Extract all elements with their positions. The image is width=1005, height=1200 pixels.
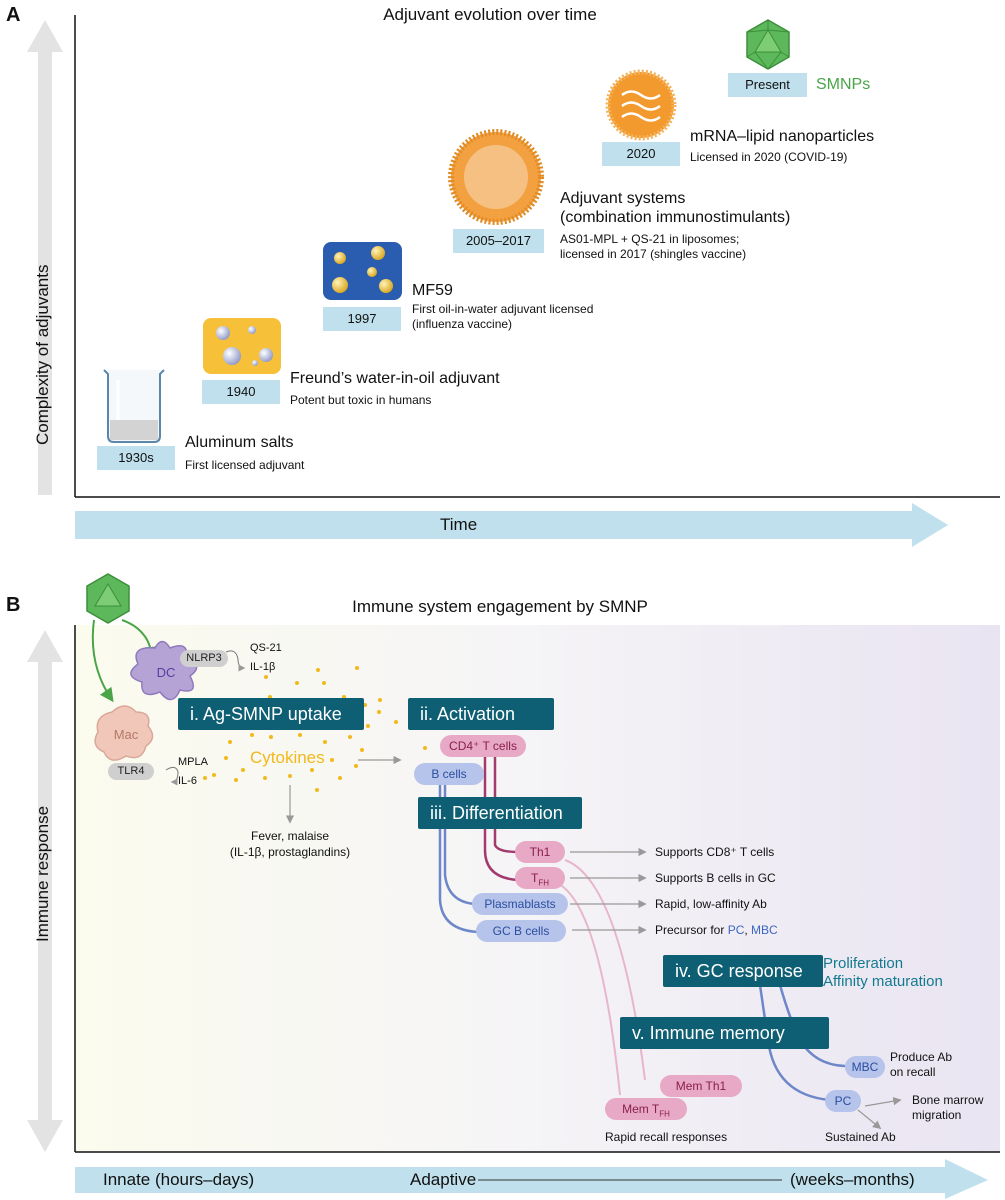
mf59-icon bbox=[323, 242, 402, 300]
mrna-lnp-icon bbox=[605, 69, 677, 141]
mac-label: Mac bbox=[113, 727, 139, 742]
x-axis-adaptive: Adaptive bbox=[410, 1170, 477, 1189]
milestone-desc-aluminum: First licensed adjuvant bbox=[185, 458, 305, 472]
milestone-desc-mf59-1: First oil-in-water adjuvant licensed bbox=[412, 302, 594, 316]
cytokine-dots bbox=[203, 666, 427, 792]
cd4-t-cells-pill: CD4⁺ T cells bbox=[440, 735, 526, 757]
outcome-tfh: Supports B cells in GC bbox=[655, 871, 776, 885]
year-tag-1997: 1997 bbox=[323, 307, 401, 331]
panel-b-y-axis-label: Immune response bbox=[33, 805, 52, 942]
stage-activation: ii. Activation bbox=[408, 698, 554, 730]
tfh-pill: TFH bbox=[515, 867, 565, 889]
panel-a-y-axis-label: Complexity of adjuvants bbox=[33, 264, 52, 445]
outcome-sustained-ab: Sustained Ab bbox=[825, 1130, 896, 1144]
year-tag-2005-2017: 2005–2017 bbox=[453, 229, 544, 253]
milestone-desc-mrna-lnp: Licensed in 2020 (COVID-19) bbox=[690, 150, 848, 164]
signaling-arrows bbox=[165, 650, 402, 824]
stage-immune-memory: v. Immune memory bbox=[620, 1017, 829, 1049]
year-tag-1940: 1940 bbox=[202, 380, 280, 404]
outcome-mbc-1: Produce Ab bbox=[890, 1050, 953, 1064]
outcome-bone-marrow-1: Bone marrow bbox=[912, 1093, 984, 1107]
liposome-icon bbox=[448, 129, 544, 225]
milestone-name-mrna-lnp: mRNA–lipid nanoparticles bbox=[690, 128, 875, 145]
beaker-icon bbox=[103, 369, 165, 443]
outcome-memory: Rapid recall responses bbox=[605, 1130, 728, 1144]
milestone-name-aluminum: Aluminum salts bbox=[185, 434, 294, 451]
nlrp3-pill: NLRP3 bbox=[180, 650, 228, 667]
x-axis-weeks-months: (weeks–months) bbox=[790, 1170, 915, 1189]
milestone-name-freund: Freund’s water-in-oil adjuvant bbox=[290, 370, 500, 387]
milestone-name-adjuvant-systems-2: (combination immunostimulants) bbox=[560, 209, 791, 226]
milestone-desc-adjuvant-systems-1: AS01-MPL + QS-21 in liposomes; bbox=[560, 232, 740, 246]
milestone-name-adjuvant-systems-1: Adjuvant systems bbox=[560, 190, 686, 207]
outcome-bone-marrow-2: migration bbox=[912, 1108, 962, 1122]
stage-gc-response: iv. GC response bbox=[663, 955, 823, 987]
il6-label: IL-6 bbox=[178, 775, 197, 787]
panel-b-title: Immune system engagement by SMNP bbox=[352, 597, 648, 616]
gc-detail-2: Affinity maturation bbox=[823, 973, 943, 990]
panel-a-axes bbox=[27, 15, 1000, 547]
panel-b-letter: B bbox=[6, 594, 21, 616]
smnp-icon bbox=[746, 19, 790, 70]
year-tag-1930s: 1930s bbox=[97, 446, 175, 470]
milestone-name-smnp: SMNPs bbox=[816, 76, 871, 93]
panel-a-title: Adjuvant evolution over time bbox=[383, 5, 597, 24]
plasmablasts-pill: Plasmablasts bbox=[472, 893, 568, 915]
fever-label-2: (IL-1β, prostaglandins) bbox=[229, 845, 351, 859]
qs21-label: QS-21 bbox=[250, 642, 282, 654]
mem-th1-pill: Mem Th1 bbox=[660, 1075, 742, 1097]
gc-detail-1: Proliferation bbox=[823, 955, 904, 972]
mbc-pill: MBC bbox=[845, 1056, 885, 1078]
mpla-label: MPLA bbox=[178, 756, 208, 768]
outcome-th1: Supports CD8⁺ T cells bbox=[655, 845, 775, 859]
stage-differentiation: iii. Differentiation bbox=[418, 797, 582, 829]
pc-pill: PC bbox=[825, 1090, 861, 1112]
outcome-plasmablasts: Rapid, low-affinity Ab bbox=[655, 897, 767, 911]
milestone-desc-adjuvant-systems-2: licensed in 2017 (shingles vaccine) bbox=[560, 247, 747, 261]
il1b-label: IL-1β bbox=[250, 661, 276, 673]
cytokines-label: Cytokines bbox=[250, 748, 325, 767]
year-tag-present: Present bbox=[728, 73, 807, 97]
mac-cell-icon bbox=[94, 705, 154, 761]
outcome-gc-b: Precursor for PC, MBC bbox=[655, 923, 778, 937]
outcome-mbc-2: on recall bbox=[890, 1065, 936, 1079]
x-axis-innate: Innate (hours–days) bbox=[103, 1170, 255, 1189]
year-tag-2020: 2020 bbox=[602, 142, 680, 166]
mem-tfh-pill: Mem TFH bbox=[605, 1098, 687, 1120]
milestone-desc-mf59-2: (influenza vaccine) bbox=[412, 317, 513, 331]
th1-pill: Th1 bbox=[515, 841, 565, 863]
milestone-desc-freund: Potent but toxic in humans bbox=[290, 393, 432, 407]
b-cells-pill: B cells bbox=[414, 763, 484, 785]
milestone-name-mf59: MF59 bbox=[412, 282, 453, 299]
panel-a-x-axis-label: Time bbox=[440, 515, 478, 534]
dc-label: DC bbox=[156, 665, 176, 680]
freund-adjuvant-icon bbox=[203, 318, 281, 374]
fever-label-1: Fever, malaise bbox=[250, 829, 330, 843]
outcome-arrows bbox=[570, 847, 647, 935]
stage-uptake: i. Ag-SMNP uptake bbox=[178, 698, 364, 730]
tlr4-pill: TLR4 bbox=[108, 763, 154, 780]
gc-b-cells-pill: GC B cells bbox=[476, 920, 566, 942]
panel-a-letter: A bbox=[6, 4, 21, 26]
smnp-b-icon bbox=[86, 573, 159, 703]
